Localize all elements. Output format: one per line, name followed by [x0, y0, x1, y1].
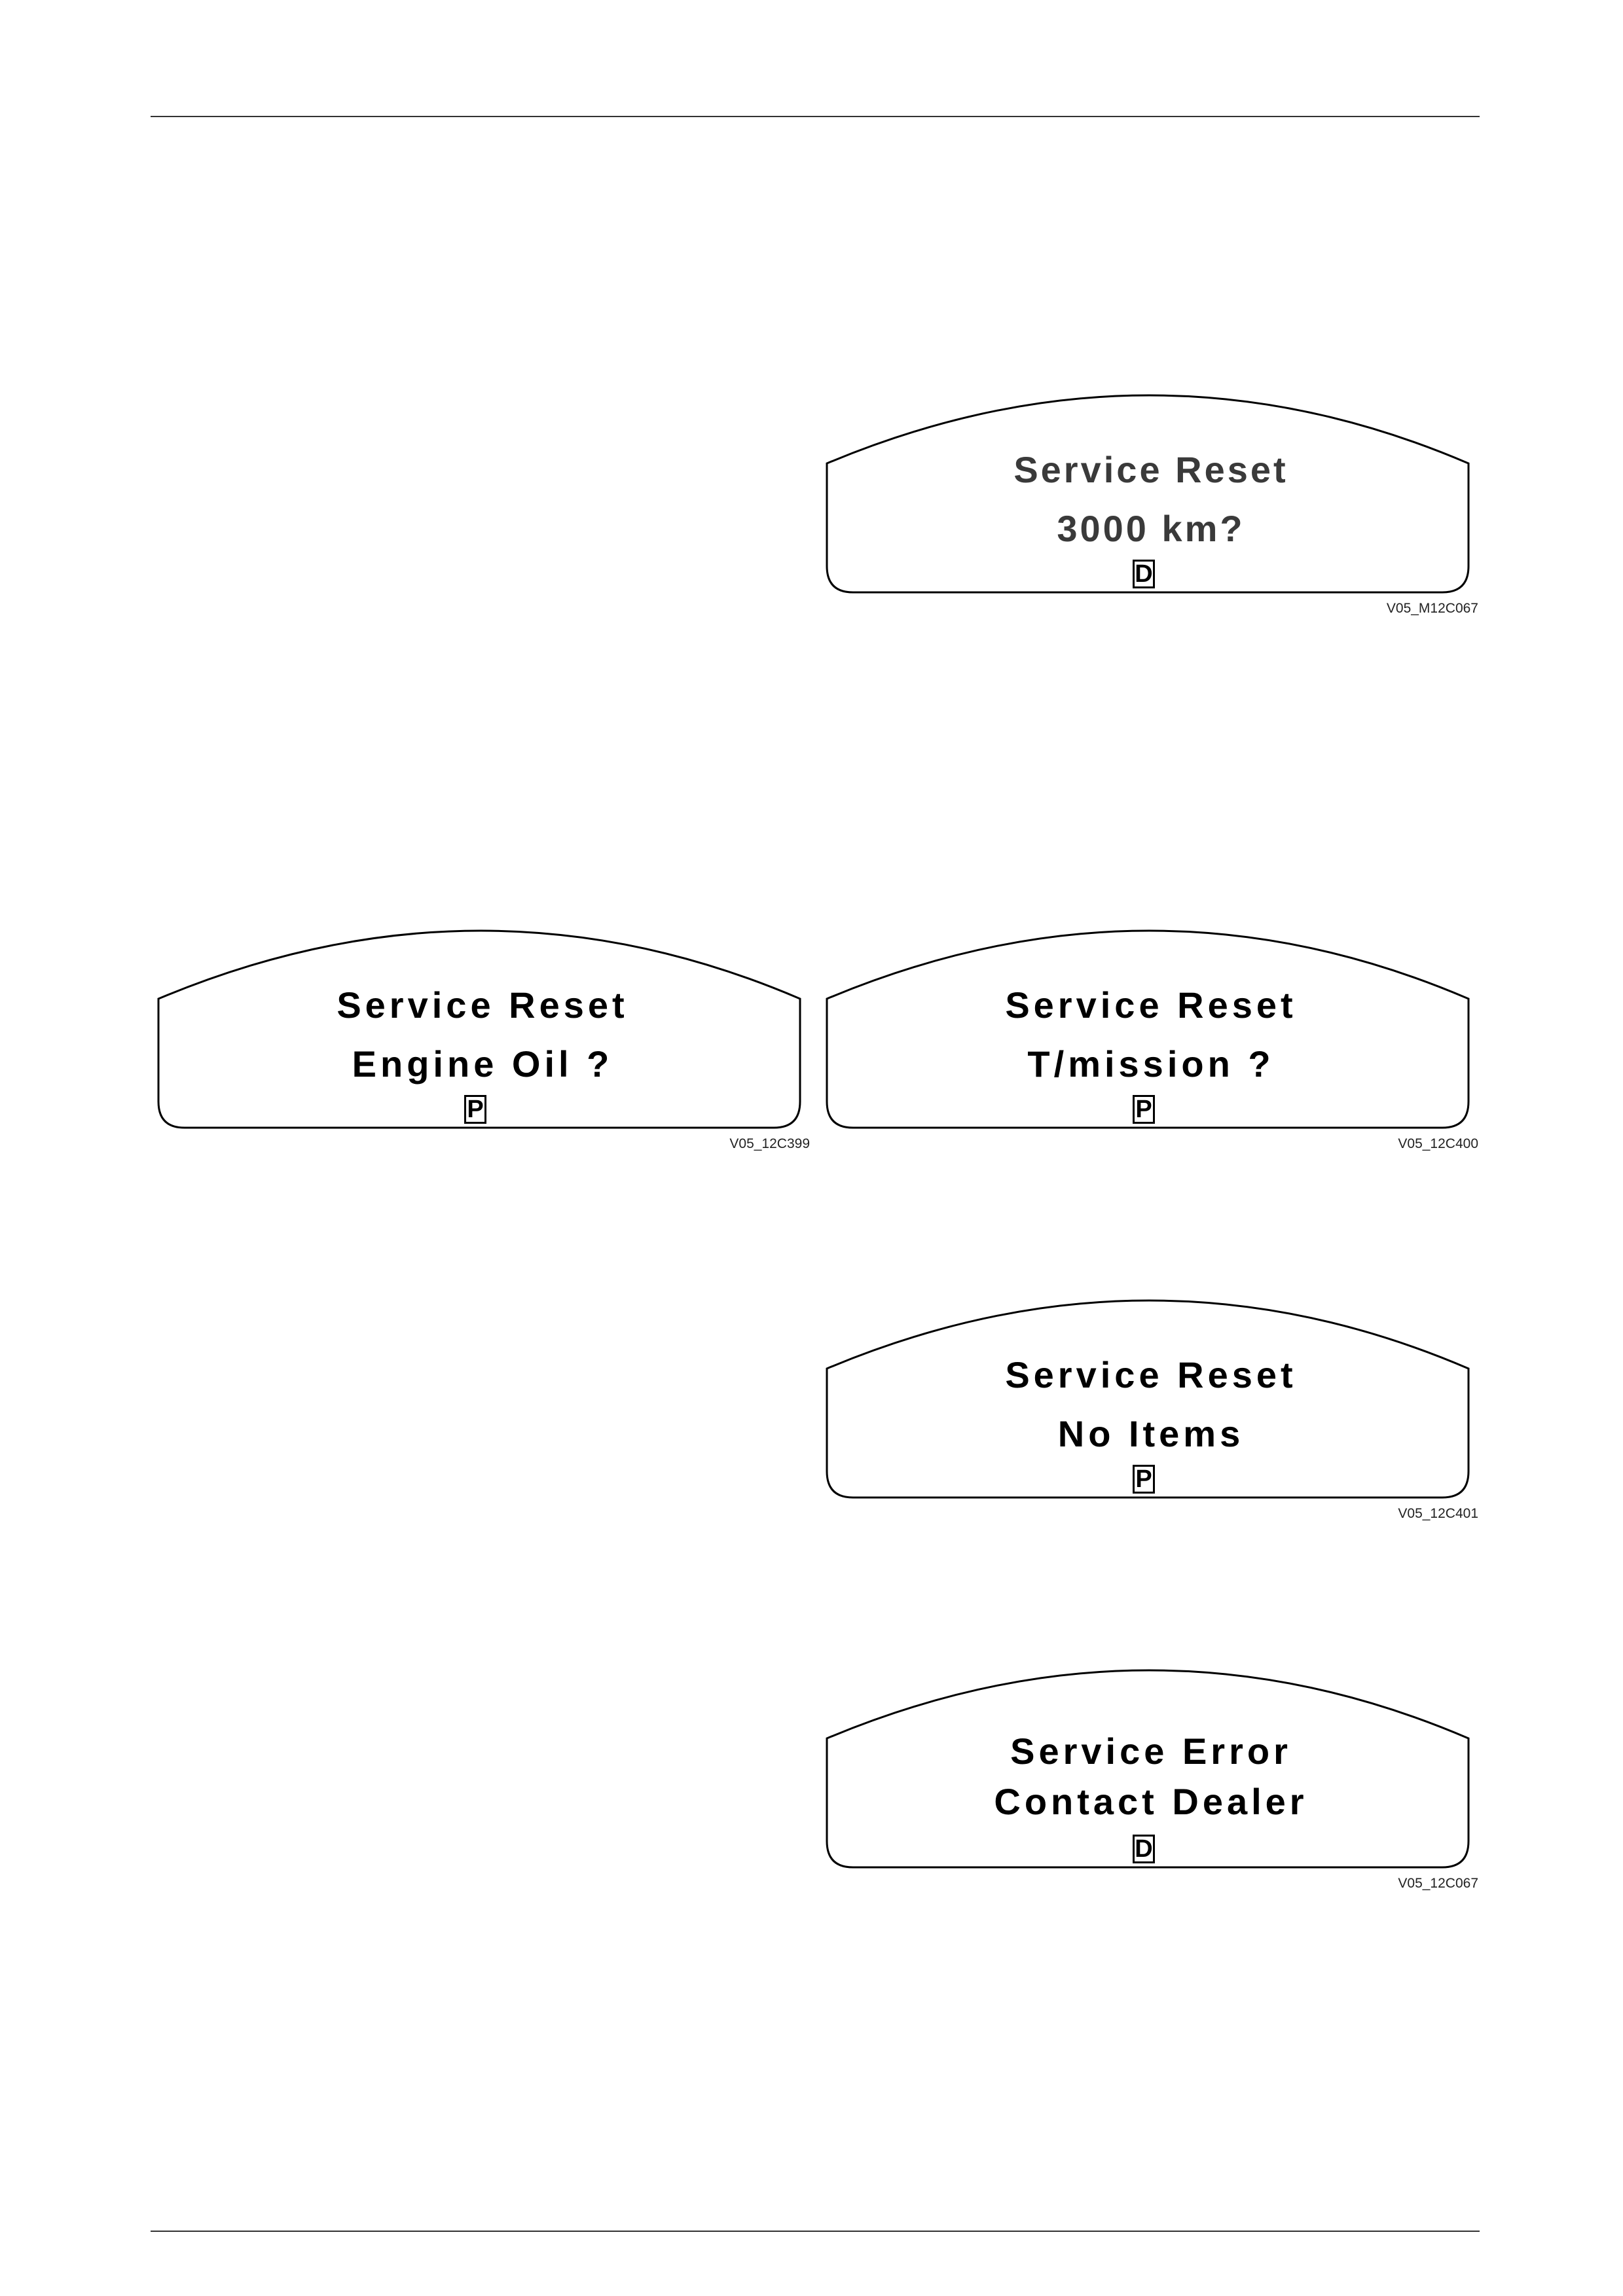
footer-rule: [151, 2231, 1480, 2232]
display-line-2: Engine Oil ?: [155, 1043, 810, 1085]
figure-code: V05_12C399: [729, 1136, 810, 1152]
cluster-display-service-reset-no-items: Service Reset No Items P V05_12C401: [824, 1298, 1478, 1530]
display-line-2: 3000 km?: [824, 507, 1478, 550]
display-line-1: Service Reset: [824, 984, 1478, 1026]
gear-indicator-icon: P: [1133, 1465, 1155, 1494]
gear-indicator-icon: D: [1133, 1835, 1155, 1863]
gear-indicator-icon: D: [1133, 560, 1155, 588]
figure-code: V05_M12C067: [1387, 601, 1478, 617]
display-line-1: Service Reset: [824, 1354, 1478, 1396]
display-line-2: T/mission ?: [824, 1043, 1478, 1085]
display-line-1: Service Reset: [824, 448, 1478, 491]
figure-code: V05_12C401: [1398, 1506, 1478, 1522]
display-line-2: No Items: [824, 1412, 1478, 1455]
display-line-2: Contact Dealer: [824, 1780, 1478, 1823]
display-line-1: Service Error: [824, 1730, 1478, 1772]
cluster-display-service-error: Service Error Contact Dealer D V05_12C06…: [824, 1668, 1478, 1900]
cluster-display-service-reset-transmission: Service Reset T/mission ? P V05_12C400: [824, 928, 1478, 1160]
figure-code: V05_12C067: [1398, 1876, 1478, 1892]
gear-indicator-icon: P: [1133, 1095, 1155, 1124]
header-rule: [151, 116, 1480, 117]
figure-code: V05_12C400: [1398, 1136, 1478, 1152]
cluster-display-service-reset-engine-oil: Service Reset Engine Oil ? P V05_12C399: [155, 928, 810, 1160]
gear-indicator-icon: P: [464, 1095, 486, 1124]
cluster-display-service-reset-distance: Service Reset 3000 km? D V05_M12C067: [824, 393, 1478, 625]
display-line-1: Service Reset: [155, 984, 810, 1026]
